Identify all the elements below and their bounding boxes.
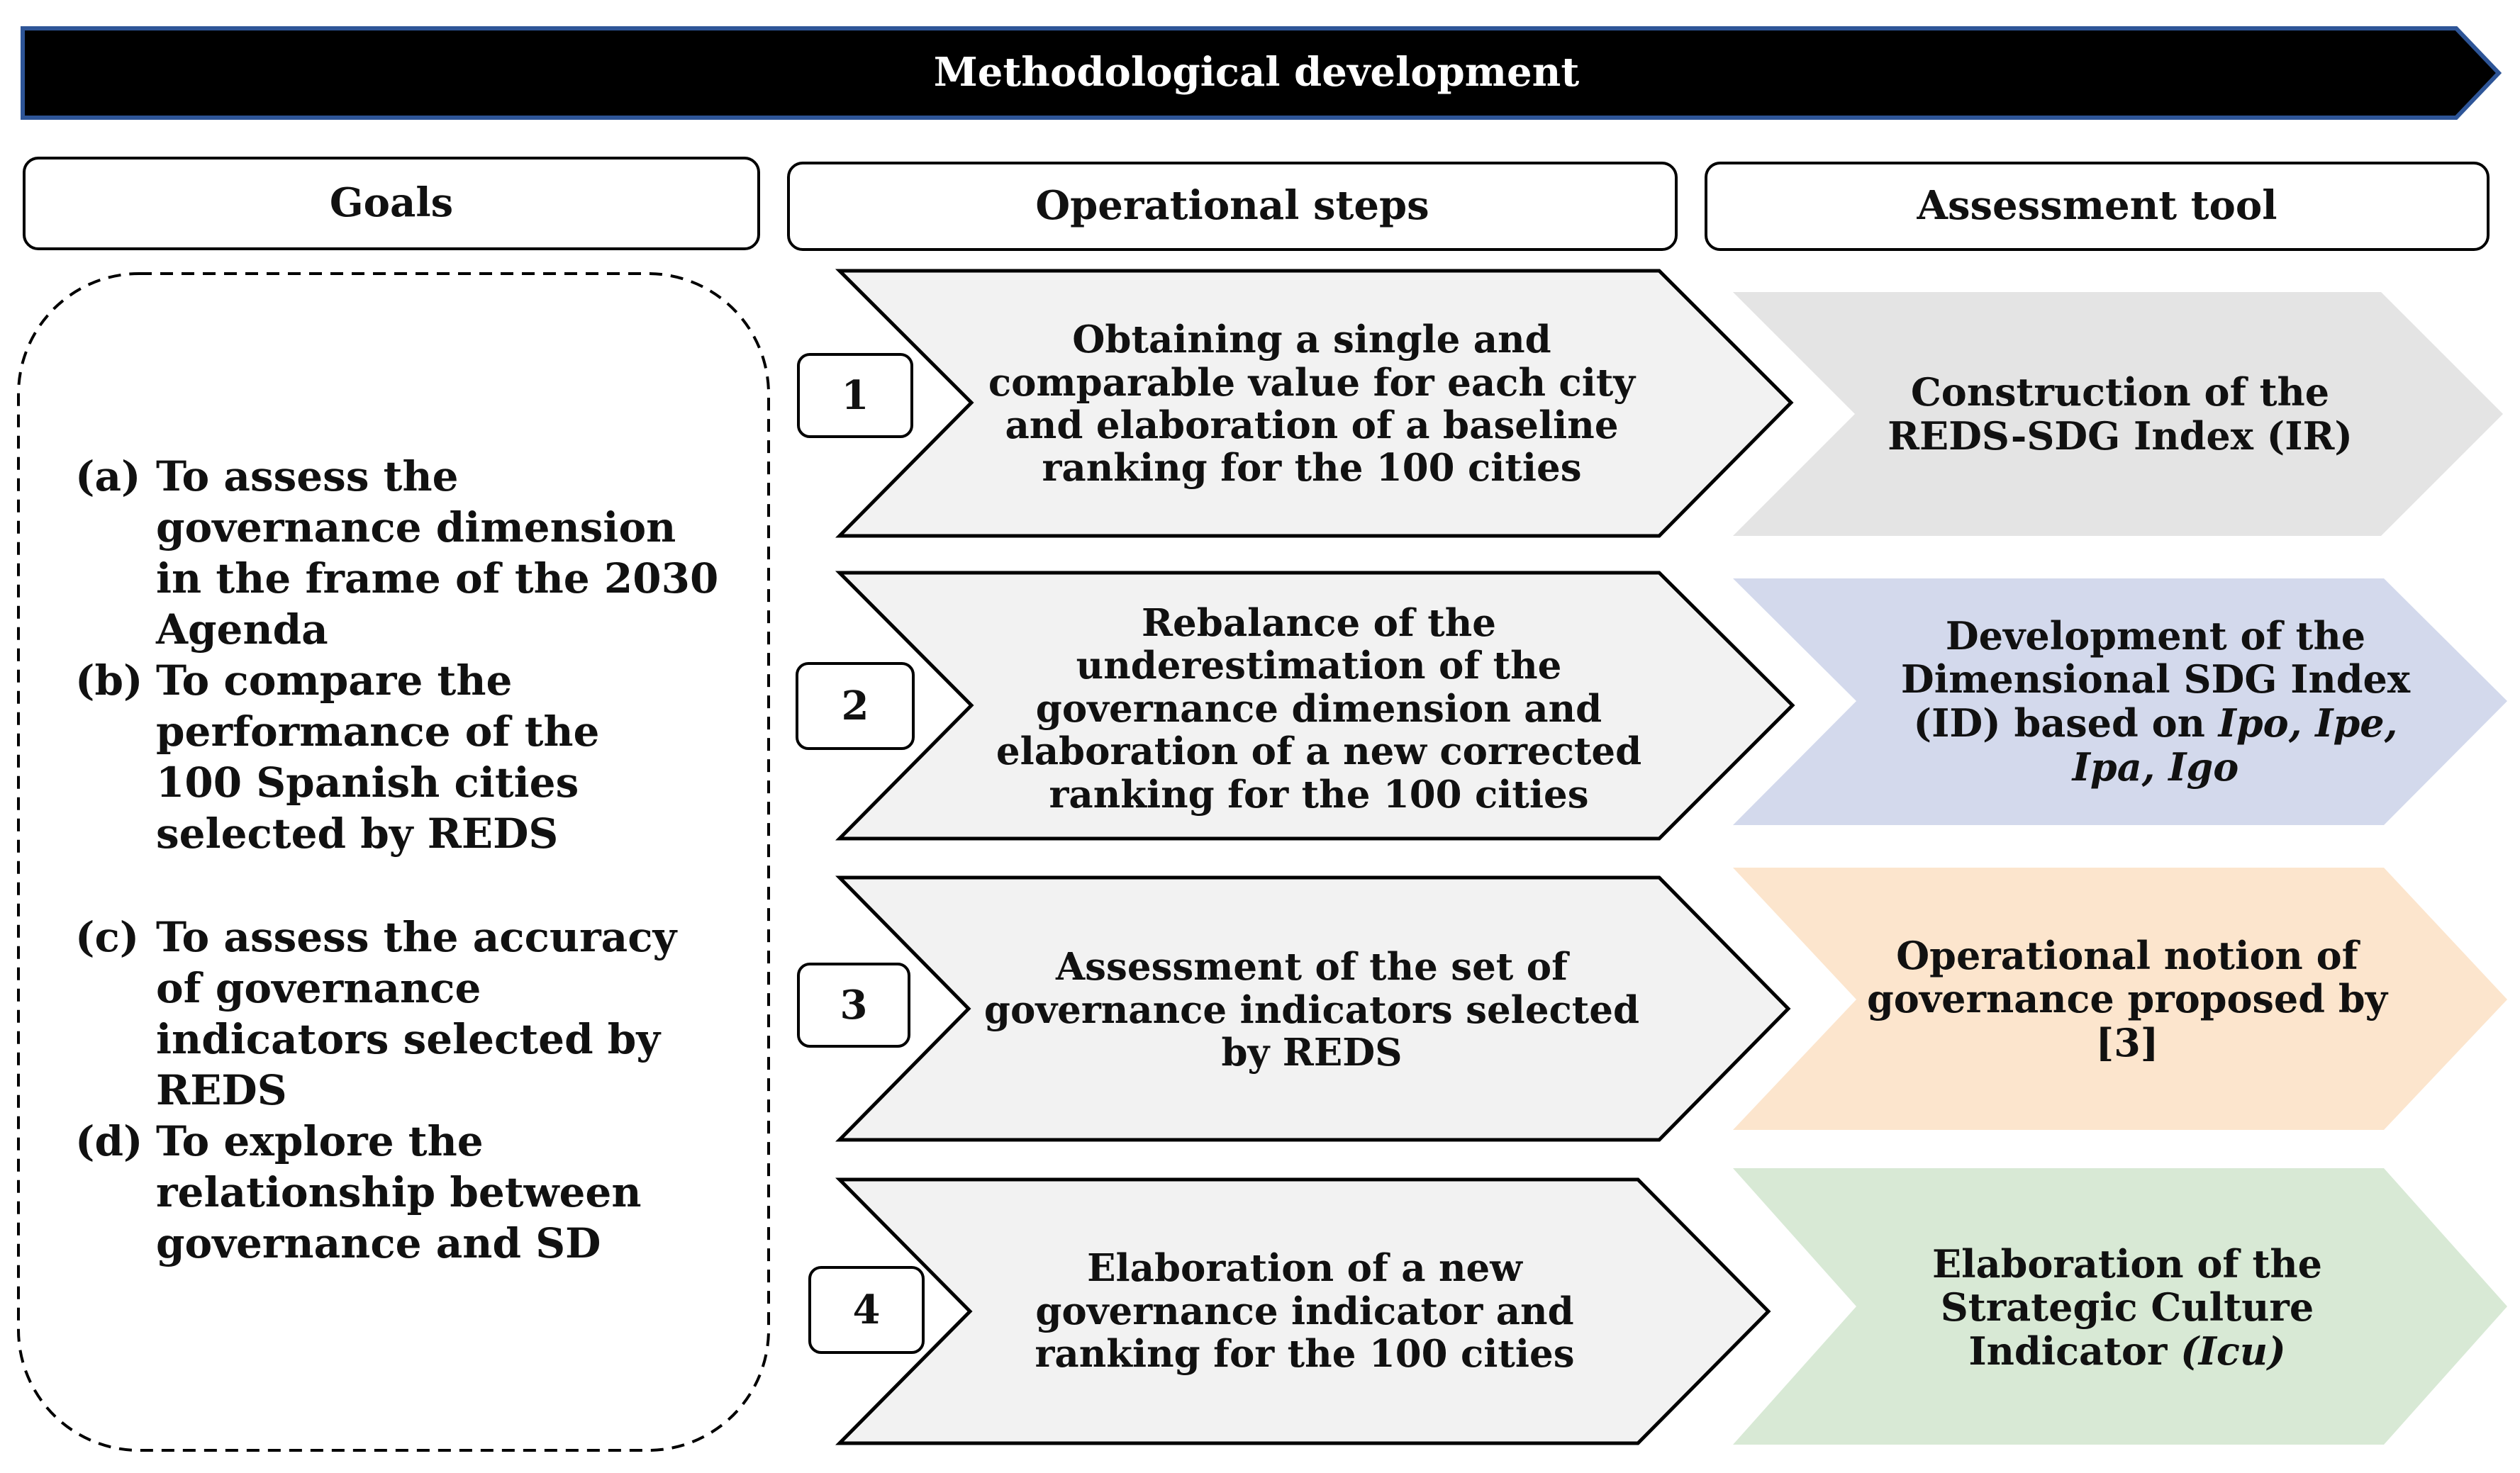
step-number-box-4 [808, 1266, 925, 1354]
goal-text: To explore the relationship between gove… [156, 1117, 642, 1267]
goal-item-a: (a) To assess the governance dimension i… [75, 451, 727, 655]
goal-text: To compare the performance of the 100 Sp… [156, 656, 600, 858]
tool-chevron-1 [1733, 292, 2503, 536]
tool-text-2: Development of the Dimensional SDG Index… [1872, 614, 2439, 790]
step-text-4: Elaboration of a new governance indicato… [1035, 1246, 1575, 1377]
step-text-1: Obtaining a single and comparable value … [988, 318, 1636, 491]
steps-header-box [787, 162, 1678, 251]
step-chevron-2 [835, 571, 1795, 841]
tool-chevron-3 [1733, 868, 2507, 1130]
banner-arrow [21, 26, 2502, 120]
step-chevron-4 [835, 1177, 1771, 1445]
goal-label: (d) [75, 1117, 143, 1165]
goal-label: (c) [75, 913, 140, 961]
tool-header: Assessment tool [1917, 182, 2278, 230]
tool-text-3: Operational notion of governance propose… [1867, 932, 2387, 1065]
goal-item-d: (d) To explore the relationship between … [75, 1116, 713, 1269]
step-number-1: 1 [841, 372, 869, 419]
tool-text-4-plain: Elaboration of the Strategic Culture Ind… [1931, 1240, 2323, 1374]
tool-header-box [1705, 162, 2490, 251]
goal-label: (b) [75, 656, 143, 705]
step-number-box-2 [796, 662, 915, 750]
goals-header: Goals [329, 179, 454, 227]
goal-item-c: (c) To assess the accuracy of governance… [75, 912, 685, 1116]
tool-chevron-4 [1733, 1168, 2507, 1445]
banner-title: Methodological development [933, 49, 1580, 96]
step-number-3: 3 [840, 982, 868, 1029]
tool-text-2-plain: Development of the Dimensional SDG Index… [1900, 612, 2411, 746]
goals-container [17, 272, 770, 1452]
steps-header: Operational steps [1035, 182, 1429, 230]
step-text-3: Assessment of the set of governance indi… [983, 945, 1640, 1075]
goal-text: To assess the governance dimension in th… [156, 452, 719, 654]
step-number-box-3 [797, 963, 910, 1048]
tool-text-2-italic: Ipo, Ipe, Ipa, Igo [2072, 700, 2398, 790]
step-text-2: Rebalance of the underestimation of the … [996, 600, 1642, 817]
goal-label: (a) [75, 452, 141, 500]
step-number-4: 4 [852, 1287, 881, 1333]
tool-text-1: Construction of the REDS-SDG Index (IR) [1888, 369, 2353, 459]
step-number-box-1 [797, 353, 913, 438]
step-number-2: 2 [841, 683, 869, 729]
step-chevron-1 [835, 269, 1794, 538]
tool-chevron-2 [1733, 578, 2507, 825]
goal-text: To assess the accuracy of governance ind… [156, 913, 677, 1114]
goals-header-box [23, 157, 760, 250]
tool-text-4: Elaboration of the Strategic Culture Ind… [1858, 1233, 2397, 1382]
step-chevron-3 [835, 875, 1791, 1142]
tool-text-4-italic: (Icu) [2180, 1328, 2286, 1374]
goal-item-b: (b) To compare the performance of the 10… [75, 655, 685, 859]
